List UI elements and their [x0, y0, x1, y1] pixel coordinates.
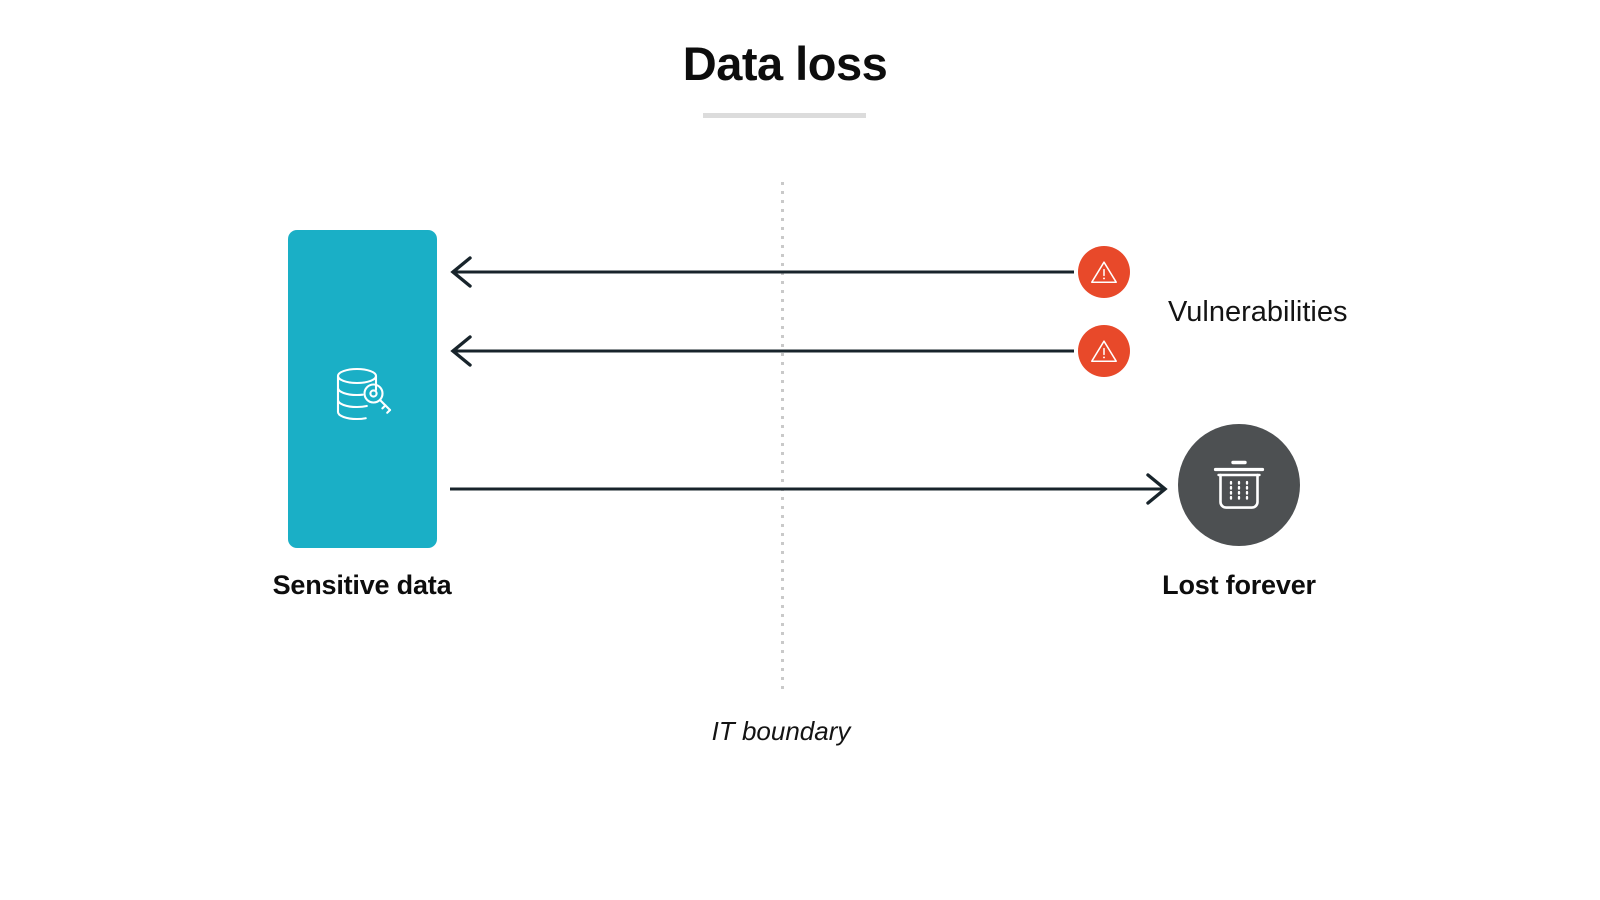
vulnerabilities-label: Vulnerabilities — [1168, 296, 1348, 328]
lost-forever-label: Lost forever — [1162, 570, 1316, 600]
lost-forever-badge — [1178, 424, 1300, 546]
database-key-icon — [327, 360, 399, 432]
arrow-inbound-vulnerability-1 — [448, 252, 1074, 292]
it-boundary-dotted-line — [781, 182, 784, 690]
it-boundary-label: IT boundary — [711, 716, 851, 746]
warning-badge-1 — [1078, 246, 1130, 298]
arrow-outbound-data-loss — [450, 469, 1172, 509]
arrow-inbound-vulnerability-2 — [448, 331, 1074, 371]
sensitive-data-label: Sensitive data — [272, 570, 452, 600]
sensitive-data-panel — [288, 230, 437, 548]
title-underline-rule — [703, 113, 866, 118]
warning-badge-2 — [1078, 325, 1130, 377]
page-title: Data loss — [682, 37, 888, 90]
